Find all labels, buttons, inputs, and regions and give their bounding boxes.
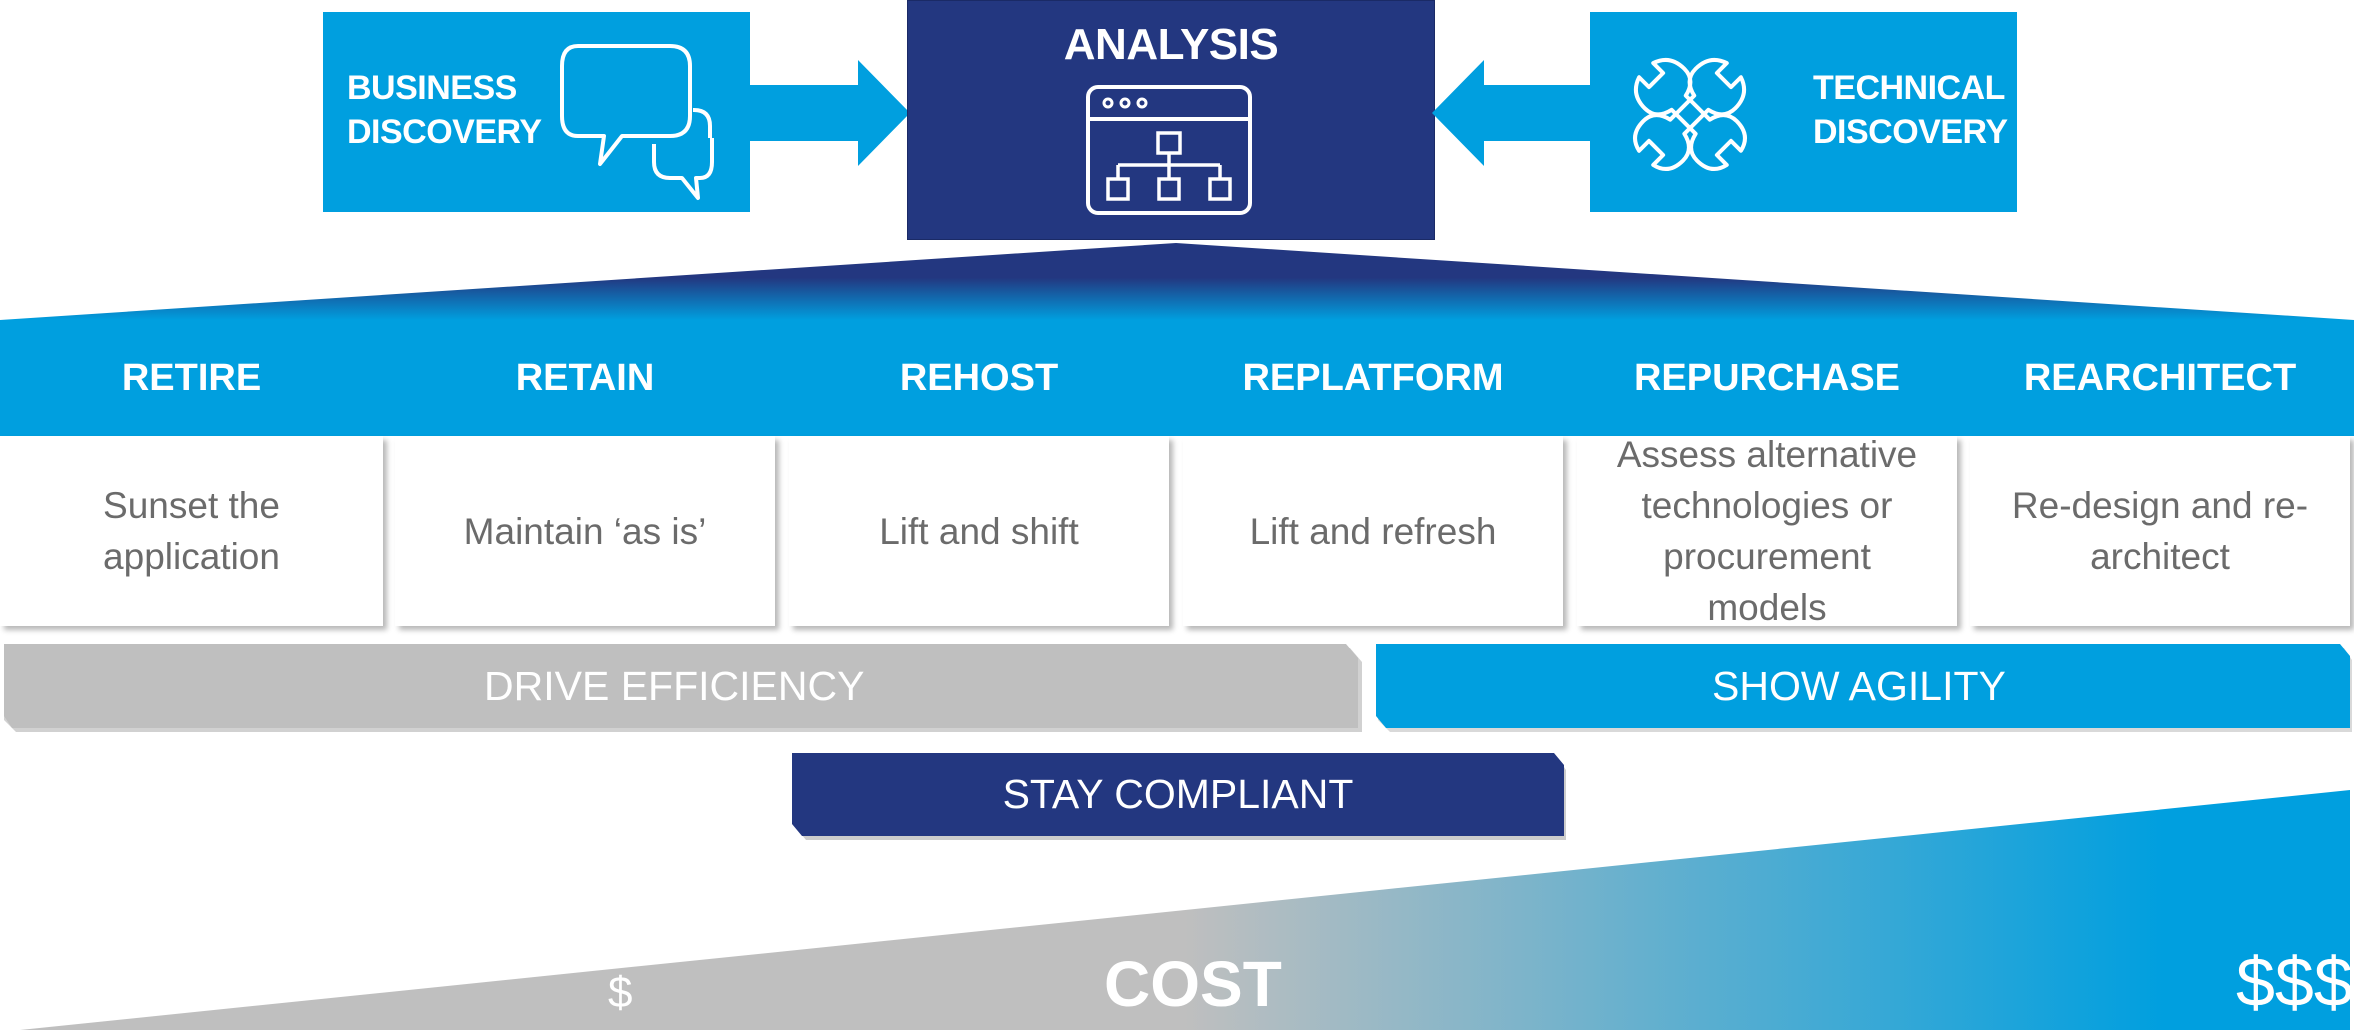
strategy-description: Lift and refresh	[1183, 436, 1563, 626]
analysis-box: ANALYSIS	[907, 0, 1435, 240]
strategy-replatform: REPLATFORM Lift and refresh	[1183, 320, 1563, 626]
strategy-description: Lift and shift	[789, 436, 1169, 626]
strategy-retire: RETIRE Sunset the application	[0, 320, 383, 626]
strategy-name: RETIRE	[121, 356, 262, 399]
show-agility-label: SHOW AGILITY	[1712, 662, 2006, 709]
arrow-right-icon	[750, 60, 910, 166]
strategy-name: RETAIN	[515, 356, 655, 399]
technical-discovery-label: TECHNICAL DISCOVERY	[1813, 69, 2008, 151]
strategy-header-band	[0, 320, 2354, 436]
chat-bubbles-icon	[560, 44, 714, 200]
cost-wedge	[20, 790, 2350, 1030]
cost-high-symbol: $$$	[2236, 943, 2353, 1021]
strategy-description: Assess alternative technologies or procu…	[1577, 434, 1957, 628]
hierarchy-window-icon	[1086, 85, 1252, 215]
stay-compliant-bar-shape	[792, 753, 1566, 840]
strategy-name: REARCHITECT	[2023, 356, 2297, 399]
roof-gradient	[0, 243, 2354, 320]
strategy-description: Sunset the application	[0, 436, 383, 626]
strategy-name: REPURCHASE	[1633, 356, 1901, 399]
strategy-name: REPLATFORM	[1242, 356, 1504, 399]
strategy-repurchase: REPURCHASE Assess alternative technologi…	[1577, 320, 1957, 628]
drive-efficiency-bar-shape	[4, 644, 1362, 732]
wrenches-icon	[1633, 57, 1747, 171]
show-agility-bar-shape	[1376, 644, 2352, 732]
business-discovery-box: BUSINESS DISCOVERY	[323, 12, 750, 212]
strategy-retain: RETAIN Maintain ‘as is’	[395, 320, 775, 626]
cost-label: COST	[1104, 948, 1282, 1020]
drive-efficiency-label: DRIVE EFFICIENCY	[484, 662, 865, 709]
technical-discovery-box: TECHNICAL DISCOVERY	[1590, 12, 2017, 212]
strategy-rehost: REHOST Lift and shift	[789, 320, 1169, 626]
business-discovery-label: BUSINESS DISCOVERY	[347, 69, 542, 151]
strategy-description: Re-design and re-architect	[1970, 436, 2350, 626]
strategy-rearchitect: REARCHITECT Re-design and re-architect	[1970, 320, 2350, 626]
cost-low-symbol: $	[608, 968, 633, 1017]
strategy-name: REHOST	[899, 356, 1059, 399]
strategy-description: Maintain ‘as is’	[395, 436, 775, 626]
stay-compliant-label: STAY COMPLIANT	[1002, 771, 1354, 817]
analysis-title: ANALYSIS	[1063, 20, 1279, 69]
arrow-left-icon	[1432, 60, 1592, 166]
